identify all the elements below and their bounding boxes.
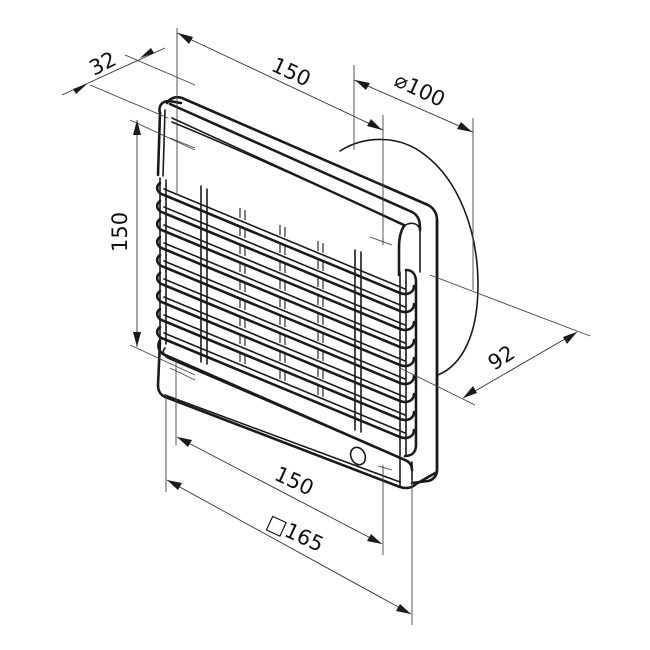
dim-150-bottom-label: 150: [271, 462, 317, 501]
indicator-knob: [349, 446, 367, 466]
fan-housing: [156, 95, 439, 490]
duct-spigot: [339, 138, 479, 376]
dim-square-165-label: □165: [263, 510, 327, 557]
louvre-fins: [239, 208, 324, 397]
dim-92-label: 92: [484, 341, 519, 376]
dim-diameter-100-label: ⌀100: [391, 68, 449, 112]
dimension-lines: [61, 28, 591, 625]
louvre-grille: [155, 177, 418, 458]
dim-150-height-label: 150: [108, 212, 132, 252]
dim-150-top-label: 150: [268, 53, 314, 92]
dim-32-label: 32: [85, 47, 120, 81]
